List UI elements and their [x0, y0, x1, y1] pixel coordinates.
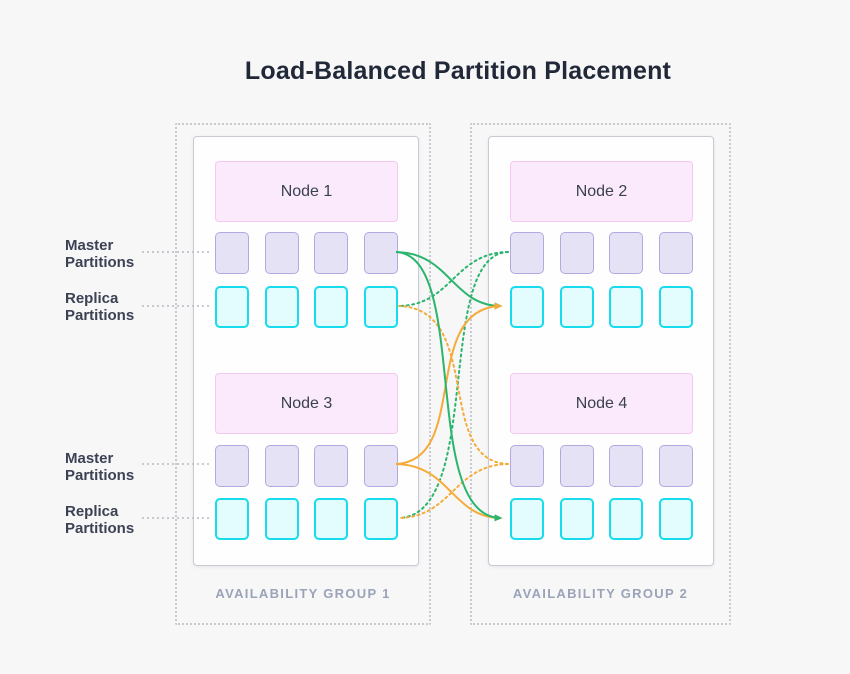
node-4-replica-partitions-row — [510, 498, 693, 540]
master-partition — [264, 232, 299, 274]
replica-partition — [264, 498, 299, 540]
diagram-title: Load-Balanced Partition Placement — [244, 57, 672, 85]
replica-partition — [510, 286, 544, 328]
replica-partition — [559, 498, 594, 540]
master-partition — [215, 445, 249, 487]
replica-partition — [510, 498, 544, 540]
replica-partition — [363, 498, 398, 540]
node-2-header: Node 2 — [510, 161, 693, 222]
node-2-replica-partitions-row — [510, 286, 693, 328]
label-node3-replica-partitions: Replica Partitions — [65, 503, 135, 538]
label-node1-master-partitions: Master Partitions — [65, 237, 135, 272]
availability-group-1: Node 1 Node 3 — [175, 123, 431, 625]
replica-partition — [264, 286, 299, 328]
availability-group-2-caption: AVAILABILITY GROUP 2 — [512, 586, 689, 601]
master-partition — [363, 232, 398, 274]
node-1-master-partitions-row — [215, 232, 398, 274]
label-node1-replica-partitions: Replica Partitions — [65, 290, 135, 325]
master-partition — [510, 445, 544, 487]
replica-partition — [363, 286, 398, 328]
replica-partition — [609, 286, 644, 328]
node-4-header: Node 4 — [510, 373, 693, 434]
label-node3-master-partitions: Master Partitions — [65, 450, 135, 485]
node-2-master-partitions-row — [510, 232, 693, 274]
replica-partition — [658, 286, 693, 328]
master-partition — [264, 445, 299, 487]
master-partition — [314, 232, 349, 274]
availability-group-2: Node 2 Node 4 — [470, 123, 731, 625]
node-1-replica-partitions-row — [215, 286, 398, 328]
availability-group-1-caption: AVAILABILITY GROUP 1 — [215, 586, 391, 601]
master-partition — [658, 445, 693, 487]
master-partition — [609, 445, 644, 487]
group-1-node-container: Node 1 Node 3 — [193, 136, 419, 566]
master-partition — [559, 445, 594, 487]
replica-partition — [215, 286, 249, 328]
replica-partition — [658, 498, 693, 540]
node-3-header: Node 3 — [215, 373, 398, 434]
master-partition — [314, 445, 349, 487]
master-partition — [559, 232, 594, 274]
replica-partition — [314, 286, 349, 328]
node-3-master-partitions-row — [215, 445, 398, 487]
replica-partition — [215, 498, 249, 540]
node-3-replica-partitions-row — [215, 498, 398, 540]
master-partition — [215, 232, 249, 274]
master-partition — [658, 232, 693, 274]
node-4-master-partitions-row — [510, 445, 693, 487]
master-partition — [363, 445, 398, 487]
master-partition — [510, 232, 544, 274]
replica-partition — [559, 286, 594, 328]
master-partition — [609, 232, 644, 274]
replica-partition — [314, 498, 349, 540]
node-1-header: Node 1 — [215, 161, 398, 222]
replica-partition — [609, 498, 644, 540]
group-2-node-container: Node 2 Node 4 — [488, 136, 714, 566]
